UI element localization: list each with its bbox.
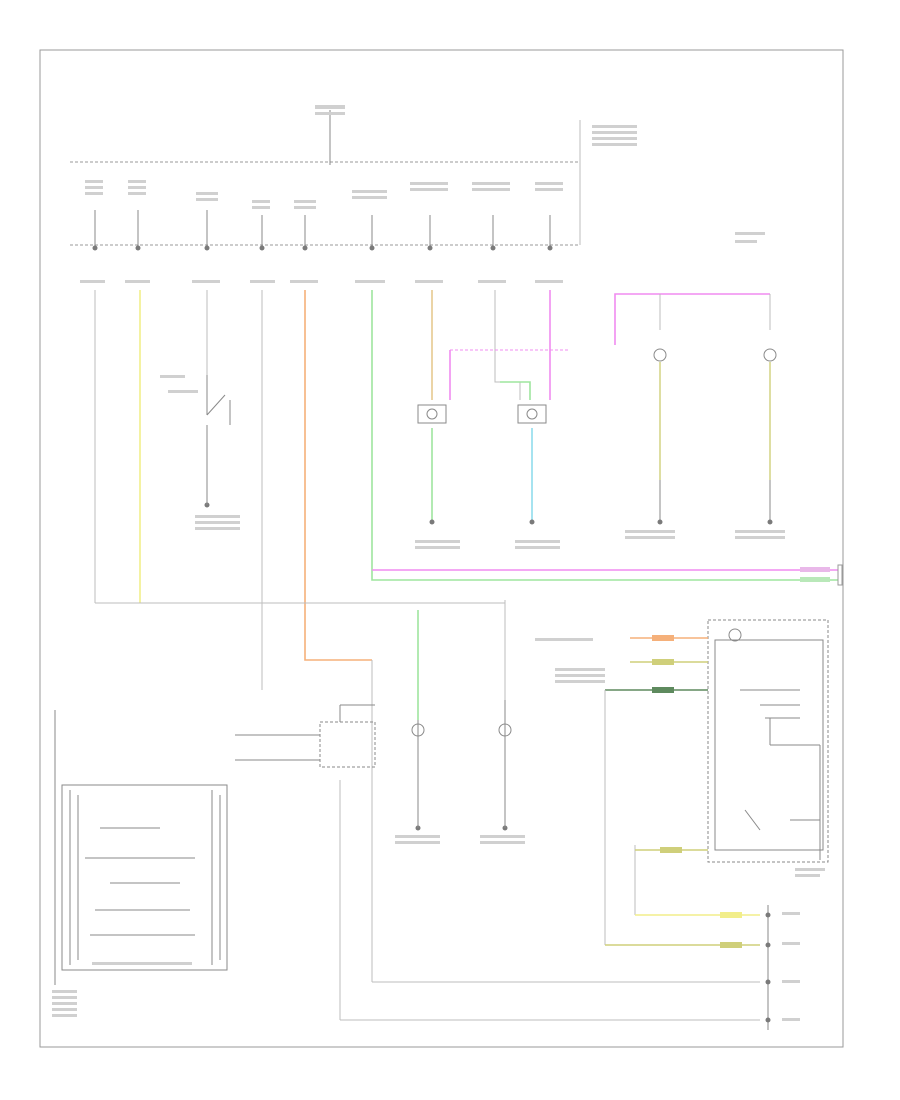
headlamp-switch [707, 619, 829, 863]
illegible-annotations [52, 105, 825, 1021]
front-lamp-right [517, 404, 547, 520]
side-lamp-left [653, 348, 667, 525]
hazard-switch [206, 375, 231, 505]
fuse-box [70, 110, 581, 251]
cluster-connector [765, 905, 771, 1030]
turn-signal-switch [54, 710, 228, 985]
flasher-module [235, 704, 376, 768]
front-lamp-left [417, 404, 447, 520]
fuse-output-wires [94, 290, 838, 661]
side-lamp-right [763, 348, 777, 525]
diagram-frame [39, 49, 844, 1048]
wire-color-tags [652, 567, 830, 948]
